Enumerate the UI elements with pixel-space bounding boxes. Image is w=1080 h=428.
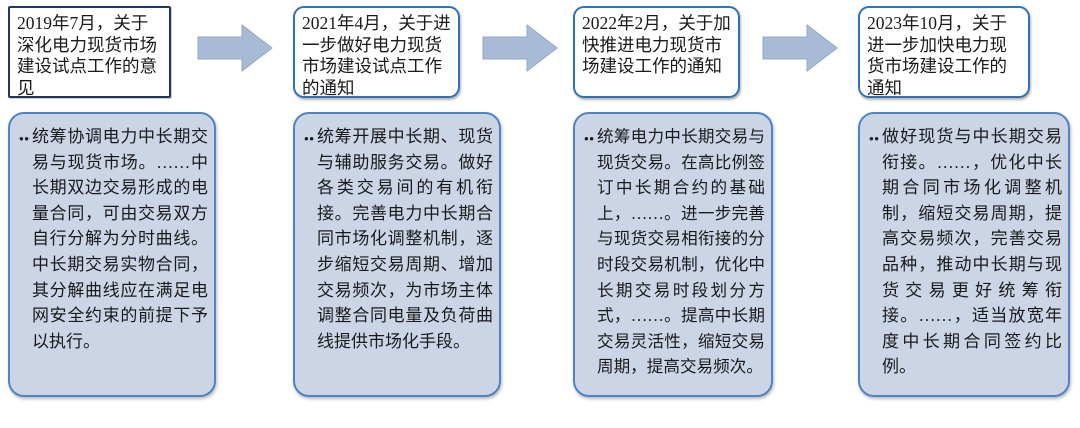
timeline-column-4: 2023年10月，关于进一步加快电力现货市场建设工作的通知 • 做好现货与中长期…	[858, 0, 1070, 428]
timeline-column-3: 2022年2月，关于加快推进电力现货市场建设工作的通知 • 统筹电力中长期交易与…	[573, 0, 838, 428]
policy-body-text-1: 统筹协调电力中长期交易与现货市场。……中长期双边交易形成的电量合同，可由交易双方…	[32, 127, 208, 351]
timeline-column-1: 2019年7月，关于深化电力现货市场建设试点工作的意见 • 统筹协调电力中长期交…	[8, 0, 273, 428]
policy-body-text-2: 统筹开展中长期、现货与辅助服务交易。做好各类交易间的有机衔接。完善电力中长期合同…	[317, 127, 493, 351]
right-arrow-icon	[196, 22, 274, 74]
policy-header-box-4[interactable]: 2023年10月，关于进一步加快电力现货市场建设工作的通知	[858, 6, 1030, 98]
bullet-point-icon: •	[16, 124, 32, 148]
policy-body-box-2[interactable]: • 统筹开展中长期、现货与辅助服务交易。做好各类交易间的有机衔接。完善电力中长期…	[293, 112, 501, 397]
bullet-item-1: • 统筹协调电力中长期交易与现货市场。……中长期双边交易形成的电量合同，可由交易…	[16, 124, 208, 354]
bullet-point-icon: •	[581, 124, 597, 148]
policy-header-box-2[interactable]: 2021年4月，关于进一步做好电力现货市场建设试点工作的通知	[293, 6, 460, 98]
bullet-item-4: • 做好现货与中长期交易衔接。……，优化中长期合同市场化调整机制，缩短交易周期，…	[866, 124, 1062, 380]
policy-header-text-1: 2019年7月，关于深化电力现货市场建设试点工作的意见	[17, 13, 157, 98]
policy-header-text-2: 2021年4月，关于进一步做好电力现货市场建设试点工作的通知	[302, 13, 451, 98]
policy-header-box-3[interactable]: 2022年2月，关于加快推进电力现货市场建设工作的通知	[573, 6, 740, 98]
policy-header-text-4: 2023年10月，关于进一步加快电力现货市场建设工作的通知	[867, 13, 1007, 98]
policy-header-text-3: 2022年2月，关于加快推进电力现货市场建设工作的通知	[582, 13, 731, 77]
bullet-item-2: • 统筹开展中长期、现货与辅助服务交易。做好各类交易间的有机衔接。完善电力中长期…	[301, 124, 493, 354]
right-arrow-icon	[481, 22, 559, 74]
bullet-item-3: • 统筹电力中长期交易与现货交易。在高比例签订中长期合约的基础上，……。进一步完…	[581, 124, 765, 380]
right-arrow-icon	[761, 22, 839, 74]
policy-body-text-3: 统筹电力中长期交易与现货交易。在高比例签订中长期合约的基础上，……。进一步完善与…	[597, 127, 765, 377]
timeline-column-2: 2021年4月，关于进一步做好电力现货市场建设试点工作的通知 • 统筹开展中长期…	[293, 0, 558, 428]
policy-header-box-1[interactable]: 2019年7月，关于深化电力现货市场建设试点工作的意见	[8, 6, 171, 98]
bullet-point-icon: •	[301, 124, 317, 148]
policy-body-box-1[interactable]: • 统筹协调电力中长期交易与现货市场。……中长期双边交易形成的电量合同，可由交易…	[8, 112, 216, 397]
policy-body-text-4: 做好现货与中长期交易衔接。……，优化中长期合同市场化调整机制，缩短交易周期，提高…	[882, 127, 1062, 377]
policy-body-box-4[interactable]: • 做好现货与中长期交易衔接。……，优化中长期合同市场化调整机制，缩短交易周期，…	[858, 112, 1070, 397]
bullet-point-icon: •	[866, 124, 882, 148]
policy-body-box-3[interactable]: • 统筹电力中长期交易与现货交易。在高比例签订中长期合约的基础上，……。进一步完…	[573, 112, 773, 397]
